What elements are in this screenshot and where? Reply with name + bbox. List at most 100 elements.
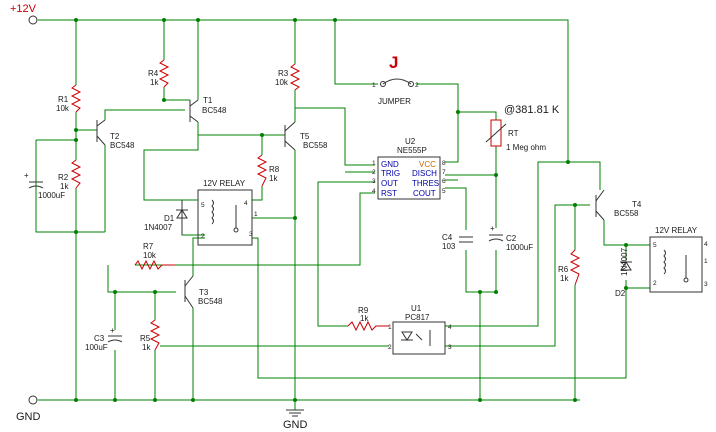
svg-text:10k: 10k: [275, 78, 289, 87]
resistor-r5: R5 1k: [140, 319, 161, 352]
svg-text:T1: T1: [203, 96, 213, 105]
svg-text:3: 3: [704, 281, 708, 288]
svg-text:TRIG: TRIG: [381, 169, 400, 178]
svg-text:D1: D1: [164, 214, 175, 223]
svg-text:1k: 1k: [142, 343, 151, 352]
transistor-t1: T1 BC548: [189, 96, 227, 123]
resistor-r9: R9 1k: [347, 306, 389, 332]
capacitor-c1: + 1000uF: [24, 171, 65, 200]
resistor-r8: R8 1k: [256, 154, 280, 187]
ground-symbol: GND: [283, 409, 308, 431]
capacitor-c4: C4 103: [442, 233, 473, 251]
svg-text:OUT: OUT: [381, 179, 398, 188]
relay-left-title: 12V RELAY: [203, 179, 246, 188]
svg-text:1000uF: 1000uF: [506, 243, 533, 252]
relay-right: 12V RELAY 5 2 4 1 3: [649, 226, 708, 293]
svg-text:10k: 10k: [56, 104, 70, 113]
svg-text:4: 4: [448, 324, 452, 331]
svg-text:5: 5: [442, 188, 446, 195]
svg-text:C4: C4: [442, 233, 453, 242]
svg-text:1N4007: 1N4007: [144, 223, 173, 232]
resistor-r3: R3 10k: [275, 63, 301, 91]
timer-ic-u2: U2 NE555P 1 GND 2 TRIG 3 OUT 4 RST 8 VCC…: [372, 137, 446, 200]
svg-text:5: 5: [653, 242, 657, 249]
transistor-t5: T5 BC558: [284, 121, 328, 151]
svg-text:R9: R9: [358, 306, 369, 315]
svg-text:2: 2: [372, 169, 376, 176]
capacitor-c3: + C3 100uF: [85, 326, 123, 352]
svg-text:4: 4: [244, 200, 248, 207]
svg-text:NE555P: NE555P: [397, 146, 427, 155]
svg-text:1k: 1k: [560, 274, 569, 283]
svg-text:C2: C2: [506, 234, 517, 243]
svg-text:3: 3: [372, 178, 376, 185]
svg-text:T5: T5: [300, 132, 310, 141]
capacitor-c2: + C2 1000uF: [488, 224, 533, 252]
jumper: J 1 2 JUMPER: [372, 53, 419, 106]
relay-right-title: 12V RELAY: [655, 226, 698, 235]
svg-text:4: 4: [372, 188, 376, 195]
resistor-r6: R6 1k: [558, 249, 581, 286]
svg-text:COUT: COUT: [413, 189, 436, 198]
svg-text:1k: 1k: [60, 182, 69, 191]
optocoupler-u1: U1 PC817 1 2 4 3: [388, 304, 452, 355]
svg-text:2: 2: [653, 280, 657, 287]
ground-terminal-left: GND: [16, 395, 41, 423]
svg-text:6: 6: [442, 178, 446, 185]
svg-text:1: 1: [254, 211, 258, 218]
svg-text:+: +: [490, 224, 495, 233]
svg-text:1k: 1k: [269, 174, 278, 183]
svg-text:R1: R1: [58, 95, 69, 104]
svg-text:R2: R2: [58, 173, 69, 182]
relay-left: 12V RELAY 5 2 4 1 3: [197, 179, 258, 246]
svg-text:2: 2: [388, 344, 392, 351]
resistor-r2: R2 1k: [58, 159, 82, 191]
svg-text:R6: R6: [558, 265, 569, 274]
svg-text:R5: R5: [140, 334, 151, 343]
svg-text:DISCH: DISCH: [412, 169, 437, 178]
svg-text:4: 4: [704, 241, 708, 248]
svg-text:7: 7: [442, 169, 446, 176]
svg-text:3: 3: [448, 344, 452, 351]
transistor-t4: T4 BC558: [595, 189, 642, 221]
junctions: [74, 18, 628, 402]
svg-text:+: +: [110, 326, 115, 335]
jumper-letter: J: [389, 53, 398, 72]
transistor-t3: T3 BC548: [184, 275, 223, 309]
wires: [35, 19, 650, 410]
svg-text:PC817: PC817: [405, 313, 430, 322]
resistor-r1: R1 10k: [56, 84, 82, 113]
svg-text:BC558: BC558: [303, 141, 328, 150]
svg-text:1k: 1k: [150, 78, 159, 87]
svg-text:1: 1: [372, 160, 376, 167]
svg-text:T2: T2: [110, 132, 120, 141]
ground-label-left: GND: [16, 411, 41, 423]
svg-text:THRES: THRES: [412, 179, 439, 188]
svg-text:1: 1: [388, 324, 392, 331]
svg-text:BC548: BC548: [198, 297, 223, 306]
svg-text:8: 8: [442, 160, 446, 167]
resistor-r7: R7 10k: [134, 242, 175, 271]
svg-text:3: 3: [249, 231, 253, 238]
thermistor-rt: @381.81 K RT 1 Meg ohm: [485, 104, 560, 152]
svg-text:2: 2: [415, 82, 419, 89]
svg-text:R7: R7: [143, 242, 154, 251]
svg-text:U2: U2: [405, 137, 416, 146]
svg-text:BC548: BC548: [202, 106, 227, 115]
svg-text:1: 1: [704, 258, 708, 265]
svg-text:BC548: BC548: [110, 141, 135, 150]
svg-text:R3: R3: [278, 69, 289, 78]
svg-text:5: 5: [201, 202, 205, 209]
transistor-t2: T2 BC548: [96, 119, 135, 150]
svg-text:U1: U1: [411, 304, 422, 313]
svg-text:R4: R4: [148, 69, 159, 78]
svg-text:1000uF: 1000uF: [38, 191, 65, 200]
svg-text:VCC: VCC: [419, 160, 436, 169]
diode-d1: D1 1N4007: [144, 200, 188, 235]
svg-text:C3: C3: [94, 334, 105, 343]
svg-text:100uF: 100uF: [85, 343, 108, 352]
svg-text:10k: 10k: [143, 251, 157, 260]
supply-label: +12V: [10, 3, 37, 15]
svg-text:T4: T4: [632, 200, 642, 209]
